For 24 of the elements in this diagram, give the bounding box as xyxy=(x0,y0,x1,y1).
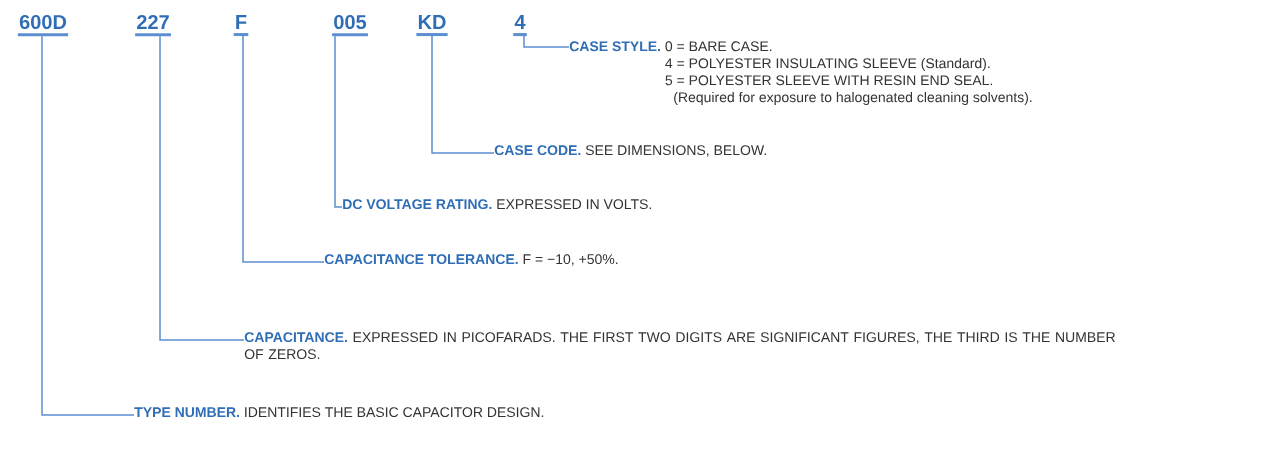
code-segment: F xyxy=(233,15,249,37)
node-label: F xyxy=(236,15,247,29)
node-label: 227 xyxy=(137,15,169,29)
description-text: CAPACITANCE TOLERANCE. F = −10, +50%. xyxy=(324,254,618,266)
node-label: 600D xyxy=(19,14,67,30)
description-text: TYPE NUMBER. IDENTIFIES THE BASIC CAPACITOR DESIGN. xyxy=(134,407,544,418)
node-label: 4 xyxy=(514,15,526,29)
leader-line xyxy=(41,35,135,416)
leader-line xyxy=(242,35,325,263)
leader-line xyxy=(431,35,495,154)
leader-line xyxy=(523,35,570,48)
node-label: 005 xyxy=(334,14,367,30)
code-segment: 600D xyxy=(17,14,69,37)
code-segment: 4 xyxy=(513,15,527,37)
leader-line xyxy=(334,35,343,208)
description-text: CAPACITANCE. EXPRESSED IN PICOFARADS. THE FIRST TWO DIGITS ARE SIGNIFICANT FIGURES, THE THIRD IS THE NUMBER OF ZEROS. xyxy=(244,332,1115,360)
code-segment: KD xyxy=(416,15,448,37)
leader-line xyxy=(159,35,245,341)
description-text: CASE STYLE. 0 = BARE CASE. 4 = POLYESTER INSULATING SLEEVE (Standard). 5 = POLYESTER SLEEVE WITH RESIN END SEAL. (Required for exposure to halogenated cleaning solvents). xyxy=(569,41,1032,105)
description-text: DC VOLTAGE RATING. EXPRESSED IN VOLTS. xyxy=(343,199,652,210)
description-text: CASE CODE. SEE DIMENSIONS, BELOW. xyxy=(494,145,766,157)
node-label: KD xyxy=(418,15,446,29)
code-segment: 005 xyxy=(332,14,368,37)
code-segment: 227 xyxy=(135,15,171,37)
